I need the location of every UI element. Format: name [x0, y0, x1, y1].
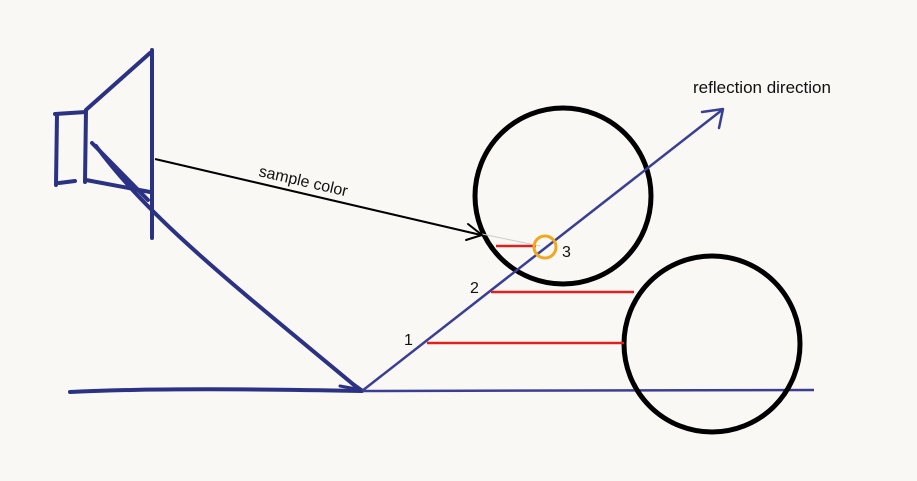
camera-sketch-icon	[53, 48, 154, 240]
sample-color-arrow	[154, 158, 482, 236]
step-label-3: 3	[562, 244, 571, 261]
reflection-direction-label: reflection direction	[693, 78, 831, 97]
sample-color-arrowhead	[465, 223, 483, 241]
reflection-ray-arrowhead	[700, 107, 725, 130]
step-label-1: 1	[404, 332, 413, 349]
step-label-2: 2	[470, 280, 479, 297]
ground-line	[361, 388, 815, 393]
reflection-ray	[361, 109, 723, 392]
ground-line-sketch	[68, 387, 364, 394]
hit-circle-icon	[532, 234, 558, 260]
view-ray-to-ground	[94, 144, 362, 392]
circle-top	[472, 105, 654, 287]
sample-guide-line	[481, 233, 541, 247]
